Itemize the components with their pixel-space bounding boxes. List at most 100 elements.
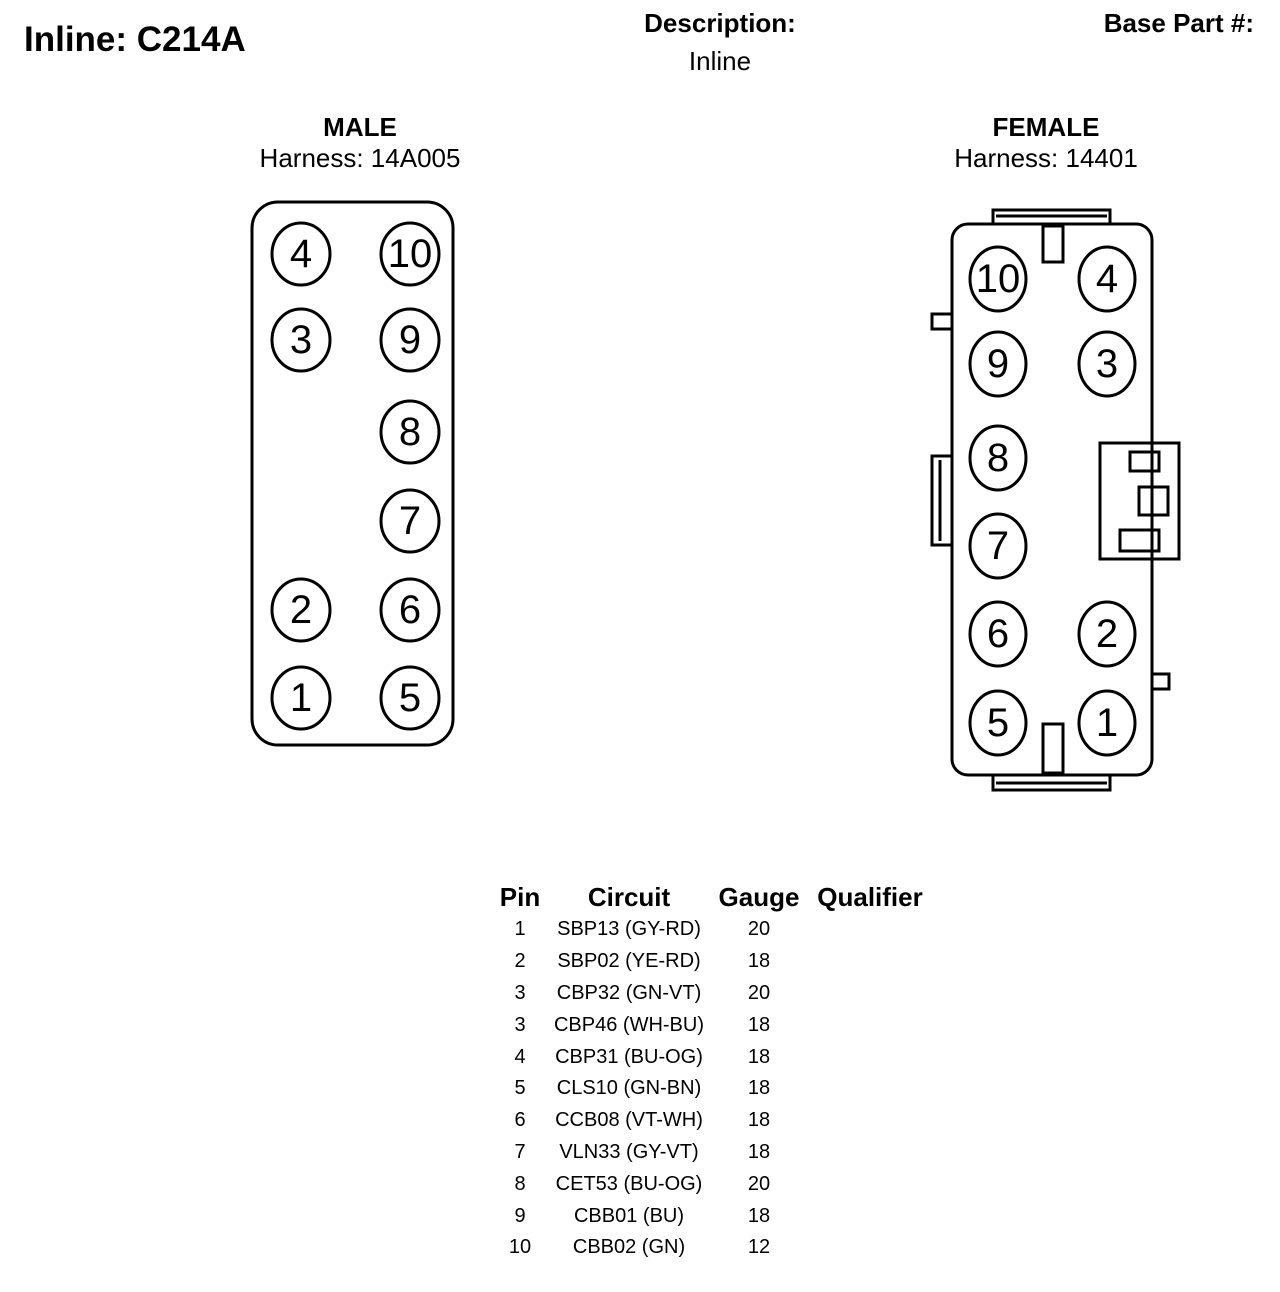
table-row: 4 CBP31 (BU-OG) 18: [490, 1041, 930, 1073]
table-row: 5 CLS10 (GN-BN) 18: [490, 1073, 930, 1105]
male-title: MALE: [323, 112, 397, 142]
table-row: 2 SBP02 (YE-RD) 18: [490, 946, 930, 978]
cell-gauge: 18: [747, 1204, 771, 1227]
table-row: 6 CCB08 (VT-WH) 18: [490, 1105, 930, 1137]
male-pin-label: 9: [399, 318, 421, 362]
female-pin-label: 2: [1096, 612, 1118, 656]
cell-pin: 9: [514, 1204, 526, 1227]
female-pin-label: 3: [1096, 342, 1118, 386]
male-pin: 4: [270, 221, 332, 287]
cell-pin: 2: [514, 950, 526, 973]
table-row: 1 SBP13 (GY-RD) 20: [490, 914, 930, 946]
table-row: 3 CBP46 (WH-BU) 18: [490, 1009, 930, 1041]
female-harness: Harness: 14401: [954, 143, 1138, 173]
cell-gauge: 20: [747, 918, 771, 941]
male-pin: 2: [270, 577, 332, 643]
male-pin: 6: [379, 577, 441, 643]
female-pin: 10: [968, 245, 1028, 313]
cell-gauge: 18: [747, 1077, 771, 1100]
female-pin-label: 7: [987, 524, 1009, 568]
male-pin-label: 4: [290, 232, 312, 276]
female-pin-label: 10: [976, 257, 1021, 301]
table-row: 10 CBB02 (GN) 12: [490, 1232, 930, 1264]
male-pin-label: 2: [290, 588, 312, 632]
male-pin: 5: [379, 665, 441, 731]
header-pin: Pin: [499, 881, 541, 912]
male-pin: 10: [379, 221, 441, 287]
female-pin-label: 4: [1096, 257, 1118, 301]
female-pin-label: 8: [987, 436, 1009, 480]
female-pin: 2: [1077, 600, 1137, 668]
table-header-row: Pin Circuit Gauge Qualifier: [490, 880, 930, 914]
cell-gauge: 18: [747, 1045, 771, 1068]
cell-circuit: VLN33 (GY-VT): [559, 1140, 699, 1163]
female-pin-label: 6: [987, 612, 1009, 656]
cell-circuit: CLS10 (GN-BN): [556, 1077, 702, 1100]
cell-circuit: CET53 (BU-OG): [555, 1172, 703, 1195]
cell-pin: 1: [514, 918, 526, 941]
male-pin-label: 7: [399, 499, 421, 543]
table-row: 9 CBB01 (BU) 18: [490, 1200, 930, 1232]
cell-pin: 4: [514, 1045, 526, 1068]
cell-pin: 3: [514, 1013, 526, 1036]
female-pin: 1: [1077, 689, 1137, 757]
cell-circuit: CBB01 (BU): [573, 1204, 685, 1227]
female-pin: 3: [1077, 330, 1137, 398]
female-pin: 9: [968, 330, 1028, 398]
cell-qualifier: [810, 1041, 930, 1073]
cell-pin: 5: [514, 1077, 526, 1100]
cell-gauge: 20: [747, 981, 771, 1004]
male-pin: 3: [270, 307, 332, 373]
cell-circuit: SBP02 (YE-RD): [557, 950, 701, 973]
female-pin: 6: [968, 600, 1028, 668]
male-pin-label: 5: [399, 676, 421, 720]
cell-gauge: 18: [747, 1140, 771, 1163]
table-row: 8 CET53 (BU-OG) 20: [490, 1168, 930, 1200]
pin-circuit-table: Pin Circuit Gauge Qualifier 1 SBP13 (GY-…: [490, 880, 930, 1264]
connector-title: Inline: C214A: [24, 20, 246, 59]
table-row: 7 VLN33 (GY-VT) 18: [490, 1137, 930, 1169]
male-pin-label: 3: [290, 318, 312, 362]
male-connector-body: [250, 200, 455, 747]
cell-pin: 3: [514, 981, 526, 1004]
cell-qualifier: [810, 1137, 930, 1169]
male-pin: 1: [270, 665, 332, 731]
cell-pin: 8: [514, 1172, 526, 1195]
female-pin: 4: [1077, 245, 1137, 313]
cell-gauge: 18: [747, 1013, 771, 1036]
cell-pin: 10: [508, 1236, 532, 1259]
cell-circuit: SBP13 (GY-RD): [557, 918, 701, 941]
header-qualifier: Qualifier: [817, 881, 923, 912]
cell-gauge: 18: [747, 1109, 771, 1132]
cell-qualifier: [810, 1073, 930, 1105]
male-pin: 9: [379, 307, 441, 373]
cell-pin: 6: [514, 1109, 526, 1132]
cell-circuit: CBP32 (GN-VT): [556, 981, 702, 1004]
female-title: FEMALE: [992, 112, 1100, 142]
female-pin: 5: [968, 689, 1028, 757]
cell-qualifier: [810, 1105, 930, 1137]
table-row: 3 CBP32 (GN-VT) 20: [490, 978, 930, 1010]
cell-circuit: CCB08 (VT-WH): [555, 1109, 703, 1132]
connector-diagrams: 4 10 3 9 8 7 2 6: [250, 200, 1181, 792]
cell-gauge: 18: [747, 950, 771, 973]
male-pin-label: 1: [290, 676, 312, 720]
description-value: Inline: [688, 46, 752, 76]
cell-circuit: CBP31 (BU-OG): [555, 1045, 703, 1068]
cell-gauge: 20: [747, 1172, 771, 1195]
male-pin-label: 10: [388, 232, 433, 276]
cell-qualifier: [810, 914, 930, 946]
cell-qualifier: [810, 1009, 930, 1041]
female-pin-label: 5: [987, 701, 1009, 745]
header-circuit: Circuit: [587, 881, 671, 912]
cell-circuit: CBB02 (GN): [572, 1236, 686, 1259]
male-pin: 8: [379, 399, 441, 465]
male-pin: 7: [379, 488, 441, 554]
male-harness: Harness: 14A005: [259, 143, 461, 173]
header-gauge: Gauge: [718, 881, 800, 912]
cell-qualifier: [810, 946, 930, 978]
cell-gauge: 12: [747, 1236, 771, 1259]
female-connector-body: [930, 208, 1181, 792]
male-pin-label: 8: [399, 410, 421, 454]
female-pin: 7: [968, 512, 1028, 580]
